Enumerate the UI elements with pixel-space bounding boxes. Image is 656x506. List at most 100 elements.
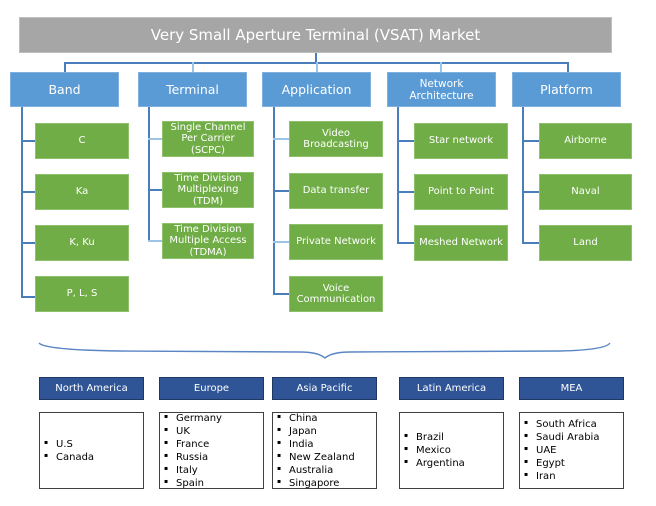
country-item: Germany [164, 412, 222, 425]
brace-path [38, 342, 611, 359]
leaf-label: Private Network [296, 236, 376, 248]
country-item: India [277, 438, 355, 451]
leaf-label: Star network [428, 135, 494, 147]
country-item: UK [164, 425, 222, 438]
leaf-label: Data transfer [302, 185, 370, 197]
region-label: MEA [560, 383, 583, 394]
band-branch [21, 140, 35, 142]
region-north-america: North America [39, 377, 144, 400]
country-list: Brazil Mexico Argentina [404, 431, 465, 470]
countries-latin-america: Brazil Mexico Argentina [399, 412, 504, 489]
application-branch [273, 138, 289, 140]
leaf-label: Time Division Multiple Access (TDMA) [169, 223, 247, 258]
country-item: Canada [44, 451, 94, 464]
countries-north-america: U.S Canada [39, 412, 144, 489]
category-label: Platform [540, 81, 593, 97]
leaf-label: P, L, S [66, 288, 98, 300]
platform-item: Airborne [539, 123, 632, 159]
band-branch [21, 242, 35, 244]
country-item: UAE [524, 444, 599, 457]
country-item: U.S [44, 438, 94, 451]
band-trunk [21, 107, 23, 298]
country-list: Germany UK France Russia Italy Spain [164, 412, 222, 490]
application-trunk [273, 107, 275, 294]
country-item: Japan [277, 425, 355, 438]
application-item: Voice Communication [289, 276, 383, 312]
terminal-trunk [148, 107, 150, 242]
country-item: Australia [277, 464, 355, 477]
market-title: Very Small Aperture Terminal (VSAT) Mark… [150, 26, 481, 44]
country-list: China Japan India New Zealand Australia … [277, 412, 355, 490]
country-item: China [277, 412, 355, 425]
category-label: Terminal [166, 81, 219, 97]
region-label: North America [55, 383, 128, 394]
terminal-item: Time Division Multiplexing (TDM) [162, 172, 254, 208]
category-platform: Platform [512, 72, 621, 107]
leaf-label: Time Division Multiplexing (TDM) [174, 172, 242, 207]
application-item: Data transfer [289, 173, 383, 209]
application-item: Private Network [289, 224, 383, 260]
root-connector [315, 53, 317, 63]
leaf-label: Naval [571, 186, 600, 198]
country-item: Saudi Arabia [524, 431, 599, 444]
region-latin-america: Latin America [399, 377, 504, 400]
connector-network [440, 62, 442, 72]
category-terminal: Terminal [138, 72, 247, 107]
terminal-branch [148, 240, 162, 242]
band-item: C [35, 123, 129, 159]
leaf-label: Video Broadcasting [303, 127, 369, 151]
leaf-label: Airborne [564, 135, 607, 147]
region-label: Europe [193, 383, 230, 394]
category-label: Application [281, 81, 352, 97]
application-branch [273, 293, 289, 295]
country-list: U.S Canada [44, 438, 94, 464]
leaf-label: K, Ku [69, 237, 95, 249]
network-item: Star network [414, 123, 508, 159]
band-item: Ka [35, 174, 129, 210]
country-item: Spain [164, 477, 222, 490]
platform-branch [522, 140, 539, 142]
leaf-label: Point to Point [427, 186, 495, 198]
terminal-item: Time Division Multiple Access (TDMA) [162, 223, 254, 259]
band-branch [21, 191, 35, 193]
platform-branch [522, 242, 539, 244]
leaf-label: Meshed Network [419, 237, 503, 249]
region-mea: MEA [519, 377, 624, 400]
network-trunk [397, 107, 399, 244]
network-item: Meshed Network [414, 225, 508, 261]
connector-platform [567, 62, 569, 72]
leaf-label: C [78, 135, 86, 147]
countries-mea: South Africa Saudi Arabia UAE Egypt Iran [519, 412, 624, 489]
country-item: France [164, 438, 222, 451]
country-item: Egypt [524, 457, 599, 470]
region-label: Asia Pacific [296, 383, 353, 394]
leaf-label: Single Channel Per Carrier (SCPC) [170, 121, 246, 156]
countries-europe: Germany UK France Russia Italy Spain [159, 412, 264, 489]
platform-item: Land [539, 225, 632, 261]
network-branch [397, 140, 414, 142]
category-label: Band [48, 81, 81, 97]
region-europe: Europe [159, 377, 264, 400]
connector-terminal [192, 62, 194, 72]
country-item: South Africa [524, 418, 599, 431]
leaf-label: Ka [75, 186, 89, 198]
network-branch [397, 191, 414, 193]
category-application: Application [262, 72, 371, 107]
region-label: Latin America [416, 383, 487, 394]
terminal-item: Single Channel Per Carrier (SCPC) [162, 121, 254, 157]
band-branch [21, 296, 35, 298]
region-asia-pacific: Asia Pacific [272, 377, 377, 400]
category-band: Band [10, 72, 119, 107]
country-list: South Africa Saudi Arabia UAE Egypt Iran [524, 418, 599, 483]
category-label: Network Architecture [409, 77, 474, 102]
connector-band [64, 62, 66, 72]
band-item: P, L, S [35, 276, 129, 312]
country-item: Iran [524, 470, 599, 483]
country-item: Russia [164, 451, 222, 464]
network-item: Point to Point [414, 174, 508, 210]
terminal-branch [148, 138, 162, 140]
application-branch [273, 190, 289, 192]
platform-item: Naval [539, 174, 632, 210]
country-item: Italy [164, 464, 222, 477]
